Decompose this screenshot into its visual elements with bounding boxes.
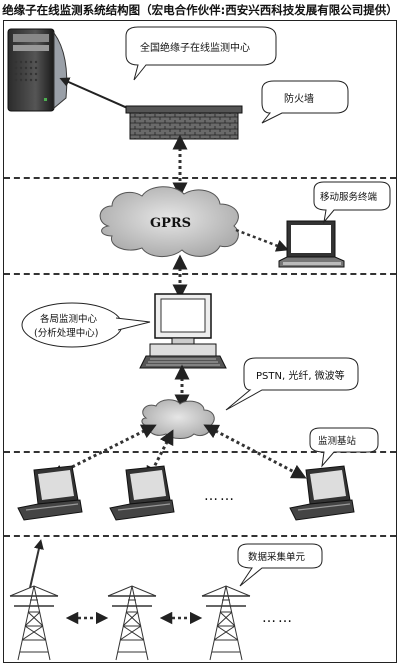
label-bureau-line1: 各局监测中心	[40, 314, 98, 325]
callout-pstn	[225, 357, 359, 411]
transmission-tower-2-icon	[107, 585, 157, 661]
ellipsis-towers: ……	[262, 610, 294, 626]
desktop-computer-icon	[139, 293, 227, 369]
ellipsis-base-stations: ……	[204, 488, 236, 504]
label-gprs: GPRS	[150, 216, 192, 231]
firewall-icon	[125, 105, 243, 140]
label-base-station: 监测基站	[318, 436, 357, 447]
transmission-tower-1-icon	[9, 585, 59, 661]
callout-mobile	[313, 181, 391, 224]
diagram-title: 绝缘子在线监测系统结构图（宏电合作伙伴:西安兴西科技发展有限公司提供）	[2, 3, 398, 17]
callout-base	[309, 427, 379, 468]
link-gprs-mobile	[235, 228, 289, 252]
label-bureau-line2: (分析处理中心)	[34, 328, 99, 339]
label-collector: 数据采集单元	[248, 552, 306, 563]
layer-separator-1	[4, 177, 396, 179]
label-national-center: 全国绝缘子在线监测中心	[140, 43, 250, 54]
label-pstn: PSTN, 光纤, 微波等	[256, 371, 345, 382]
label-firewall: 防火墙	[284, 94, 314, 105]
layer-separator-2	[4, 273, 396, 275]
base-station-laptop-1-icon	[17, 465, 83, 521]
layer-separator-4	[4, 535, 396, 537]
base-station-laptop-3-icon	[289, 465, 355, 521]
label-mobile-terminal: 移动服务终端	[320, 192, 378, 203]
pstn-cloud-icon	[141, 399, 215, 439]
callout-collector	[237, 543, 323, 587]
callout-firewall	[261, 80, 349, 124]
diagram-frame	[3, 20, 397, 663]
server-tower-icon	[7, 28, 68, 112]
base-station-laptop-2-icon	[109, 465, 175, 521]
laptop-mobile-icon	[278, 220, 345, 268]
antenna-link-icon	[29, 539, 44, 589]
callout-national-center	[125, 26, 277, 81]
gprs-cloud-icon	[99, 186, 239, 257]
link-cloud-base-right	[203, 424, 307, 479]
callout-bureau	[21, 302, 151, 348]
layer-separator-3	[4, 451, 396, 453]
transmission-tower-3-icon	[201, 585, 251, 661]
